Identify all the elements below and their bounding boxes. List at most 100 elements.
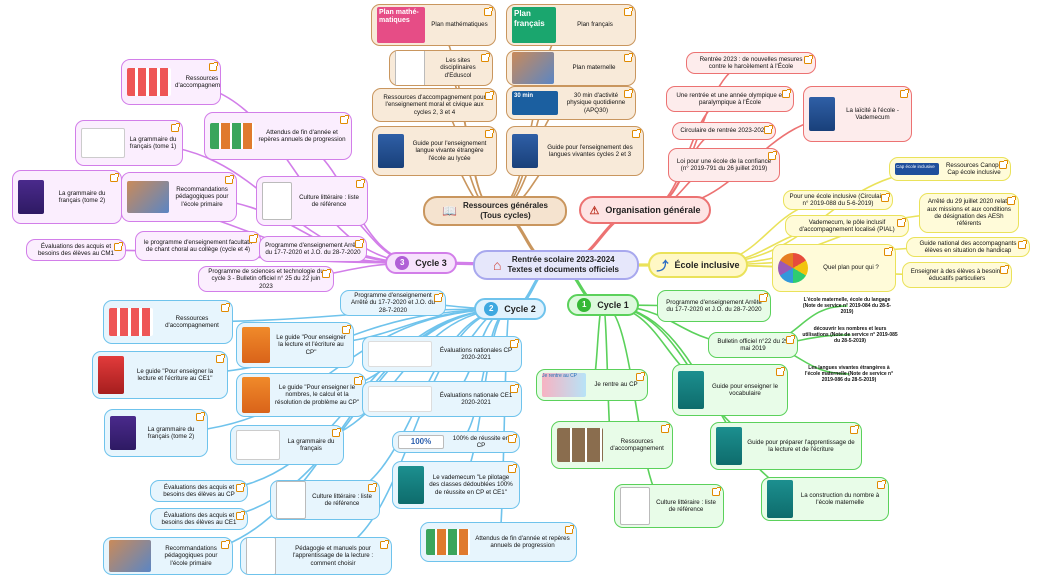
node-c2-peda[interactable]: Pédagogie et manuels pour l'apprentissag… — [240, 537, 392, 575]
external-link-icon[interactable] — [877, 480, 886, 489]
external-link-icon[interactable] — [768, 151, 777, 160]
external-link-icon[interactable] — [110, 173, 119, 182]
node-c1-lve[interactable]: Les langues vivantes étrangères à l'écol… — [795, 358, 903, 390]
external-link-icon[interactable] — [225, 175, 234, 184]
external-link-icon[interactable] — [236, 511, 245, 520]
external-link-icon[interactable] — [565, 525, 574, 534]
node-c1-cult[interactable]: Culture littéraire : liste de référence — [614, 484, 724, 528]
external-link-icon[interactable] — [897, 218, 906, 227]
external-link-icon[interactable] — [712, 487, 721, 496]
node-c3-sciences[interactable]: Programme de sciences et technologie du … — [198, 266, 334, 292]
external-link-icon[interactable] — [484, 7, 493, 16]
node-harcel[interactable]: Rentrée 2023 : de nouvelles mesures cont… — [686, 52, 816, 74]
node-c3-eval[interactable]: Évaluations des acquis et besoins des él… — [26, 239, 126, 261]
external-link-icon[interactable] — [342, 325, 351, 334]
external-link-icon[interactable] — [171, 123, 180, 132]
node-c2-ce1[interactable]: Le guide "Pour enseigner la lecture et l… — [92, 351, 228, 399]
branch-inclusive[interactable]: ⤴École inclusive — [648, 252, 748, 278]
node-c1-vocab[interactable]: Guide pour enseigner le vocabulaire — [672, 364, 788, 416]
external-link-icon[interactable] — [508, 464, 517, 473]
external-link-icon[interactable] — [782, 89, 791, 98]
node-c2-gram2[interactable]: La grammaire du français (tome 2) — [104, 409, 208, 457]
external-link-icon[interactable] — [249, 234, 258, 243]
node-c3-prog[interactable]: Programme d'enseignement Arrêté du 17-7-… — [259, 236, 367, 262]
node-c2-evalce1[interactable]: Évaluations nationale CE1 2020-2021 — [362, 381, 522, 417]
external-link-icon[interactable] — [1007, 196, 1016, 205]
node-c2-ress[interactable]: Ressources d'accompagnement — [103, 300, 233, 344]
external-link-icon[interactable] — [510, 339, 519, 348]
node-olymp[interactable]: Une rentrée et une année olympique et pa… — [666, 86, 794, 112]
node-c3-attendus[interactable]: Attendus de fin d'année et repères annue… — [204, 112, 352, 160]
external-link-icon[interactable] — [354, 376, 363, 385]
node-c3-chant[interactable]: le programme d'enseignement facultatif d… — [135, 231, 261, 261]
external-link-icon[interactable] — [624, 7, 633, 16]
node-c3-gram1[interactable]: La grammaire du français (tome 1) — [75, 120, 183, 166]
external-link-icon[interactable] — [759, 293, 768, 302]
node-c3-gram2[interactable]: La grammaire du français (tome 2) — [12, 170, 122, 224]
branch-organisation[interactable]: ⚠Organisation générale — [579, 196, 711, 224]
node-c3-ress[interactable]: Ressources d'accompagnement — [121, 59, 221, 105]
external-link-icon[interactable] — [481, 53, 490, 62]
external-link-icon[interactable] — [322, 269, 331, 278]
node-c2-nombres[interactable]: Le guide "Pour enseigner le nombres, le … — [236, 373, 366, 417]
external-link-icon[interactable] — [884, 247, 893, 256]
node-c2-evalcp[interactable]: Évaluations nationales CP 2020-2021 — [362, 336, 522, 372]
node-c2-100[interactable]: 100%100% de réussite en CP — [392, 431, 520, 453]
node-c2-gram[interactable]: La grammaire du français — [230, 425, 344, 465]
node-pial[interactable]: Vademecum, le pôle inclusif d'accompagne… — [785, 215, 909, 237]
external-link-icon[interactable] — [485, 129, 494, 138]
external-link-icon[interactable] — [332, 428, 341, 437]
node-c2-cp[interactable]: Le guide "Pour enseigner la lecture et l… — [236, 322, 354, 368]
node-c3-reco[interactable]: Recommandations pédagogiques pour l'écol… — [121, 172, 237, 222]
node-circ[interactable]: Circulaire de rentrée 2023-2024 — [672, 122, 776, 140]
node-c2-prog[interactable]: Programme d'enseignement Arrêté du 17-7-… — [340, 290, 446, 316]
node-c1-nombre[interactable]: La construction du nombre à l'école mate… — [761, 477, 889, 521]
external-link-icon[interactable] — [636, 372, 645, 381]
external-link-icon[interactable] — [1000, 265, 1009, 274]
external-link-icon[interactable] — [624, 53, 633, 62]
node-planqui[interactable]: Quel plan pour qui ? — [772, 244, 896, 292]
node-lve-c23[interactable]: Guide pour l'enseignement des langues vi… — [506, 126, 644, 176]
node-aesh[interactable]: Arrêté du 29 juillet 2020 relatif aux mi… — [919, 193, 1019, 233]
external-link-icon[interactable] — [764, 125, 773, 134]
node-c1-prog[interactable]: Programme d'enseignement Arrêté du 17-7-… — [657, 290, 771, 322]
node-laicite[interactable]: La laïcité à l'école - Vademecum — [803, 86, 912, 142]
node-plan-mat[interactable]: Plan maternelle — [506, 50, 636, 86]
external-link-icon[interactable] — [850, 425, 859, 434]
node-circ-incl[interactable]: Pour une école inclusive (Circulaire n° … — [783, 190, 893, 210]
external-link-icon[interactable] — [900, 89, 909, 98]
node-c1-lecture[interactable]: Guide pour préparer l'apprentissage de l… — [710, 422, 862, 470]
external-link-icon[interactable] — [1018, 240, 1027, 249]
node-c2-reco[interactable]: Recommandations pédagogiques pour l'écol… — [103, 537, 233, 575]
node-c2-attendus[interactable]: Attendus de fin d'année et repères annue… — [420, 522, 577, 562]
node-c2-cult[interactable]: Culture littéraire : liste de référence — [270, 480, 380, 520]
node-handicap[interactable]: Guide national des accompagnants élèves … — [906, 237, 1030, 257]
external-link-icon[interactable] — [368, 483, 377, 492]
node-emc[interactable]: Ressources d'accompagnement pour l'ensei… — [372, 88, 497, 122]
node-lve-lycee[interactable]: Guide pour l'enseignement langue vivante… — [372, 126, 497, 176]
node-c2-vade[interactable]: Le vademecum "Le pilotage des classes dé… — [392, 461, 520, 509]
external-link-icon[interactable] — [510, 384, 519, 393]
node-besoins[interactable]: Enseigner à des élèves à besoins éducati… — [902, 262, 1012, 288]
external-link-icon[interactable] — [236, 483, 245, 492]
external-link-icon[interactable] — [216, 354, 225, 363]
node-c2-evalcp2[interactable]: Évaluations des acquis et besoins des él… — [150, 480, 248, 502]
external-link-icon[interactable] — [356, 179, 365, 188]
external-link-icon[interactable] — [508, 434, 517, 443]
node-c2-evalce1b[interactable]: Évaluations des acquis et besoins des él… — [150, 508, 248, 530]
external-link-icon[interactable] — [485, 91, 494, 100]
external-link-icon[interactable] — [881, 193, 890, 202]
node-c1-nombres[interactable]: découvrir les nombres et leurs utilisati… — [795, 322, 905, 348]
node-c1-ress[interactable]: Ressources d'accompagnement — [551, 421, 673, 469]
external-link-icon[interactable] — [196, 412, 205, 421]
external-link-icon[interactable] — [340, 115, 349, 124]
